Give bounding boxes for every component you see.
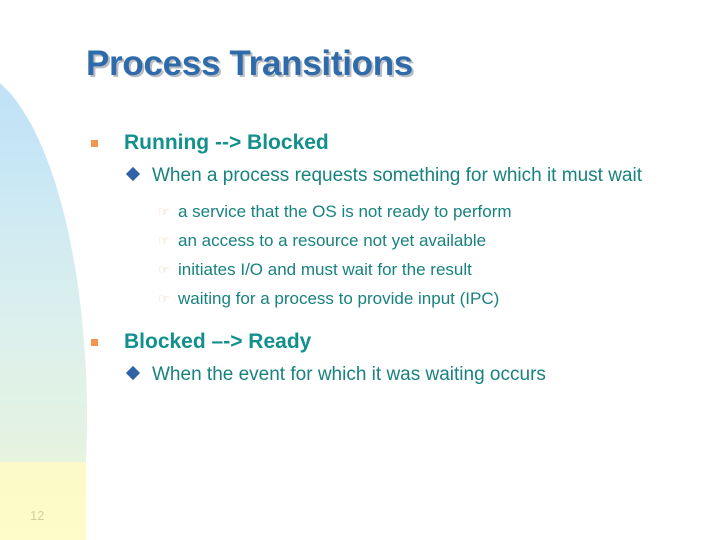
bullet-level2-label: When a process requests something for wh… [152,165,642,186]
list-item: ☞ initiates I/O and must wait for the re… [0,255,720,284]
square-bullet-icon [91,339,98,346]
bullet-level2-when-event-occurs: When the event for which it was waiting … [0,359,720,390]
pointing-hand-bullet-icon: ☞ [158,233,170,248]
bullet-level1-running-blocked: Running --> Blocked [0,128,720,158]
list-item-label: a service that the OS is not ready to pe… [178,202,512,221]
list-item: ☞ an access to a resource not yet availa… [0,226,720,255]
page-title: Process Transitions [86,44,413,83]
list-item-label: an access to a resource not yet availabl… [178,231,487,250]
pointing-hand-bullet-icon: ☞ [158,204,170,219]
bullet-level1-label: Running --> Blocked [124,131,329,154]
bullet-level1-label: Blocked –-> Ready [124,330,312,353]
spacer [0,313,720,327]
pointing-hand-bullet-icon: ☞ [158,291,170,306]
slide-body: Running --> Blocked When a process reque… [0,128,720,390]
list-item: ☞ a service that the OS is not ready to … [0,197,720,226]
bullet-level2-when-process-requests: When a process requests something for wh… [0,160,720,191]
pointing-hand-bullet-icon: ☞ [158,262,170,277]
list-item-label: waiting for a process to provide input (… [178,289,500,308]
bullet-level2-label: When the event for which it was waiting … [152,364,546,385]
list-item: ☞ waiting for a process to provide input… [0,284,720,313]
list-item-label: initiates I/O and must wait for the resu… [178,260,472,279]
diamond-bullet-icon [125,365,141,381]
page-number: 12 [30,508,45,523]
bullet-level1-blocked-ready: Blocked –-> Ready [0,327,720,357]
diamond-bullet-icon [125,166,141,182]
decorative-bottom-fill [0,462,86,540]
square-bullet-icon [91,140,98,147]
